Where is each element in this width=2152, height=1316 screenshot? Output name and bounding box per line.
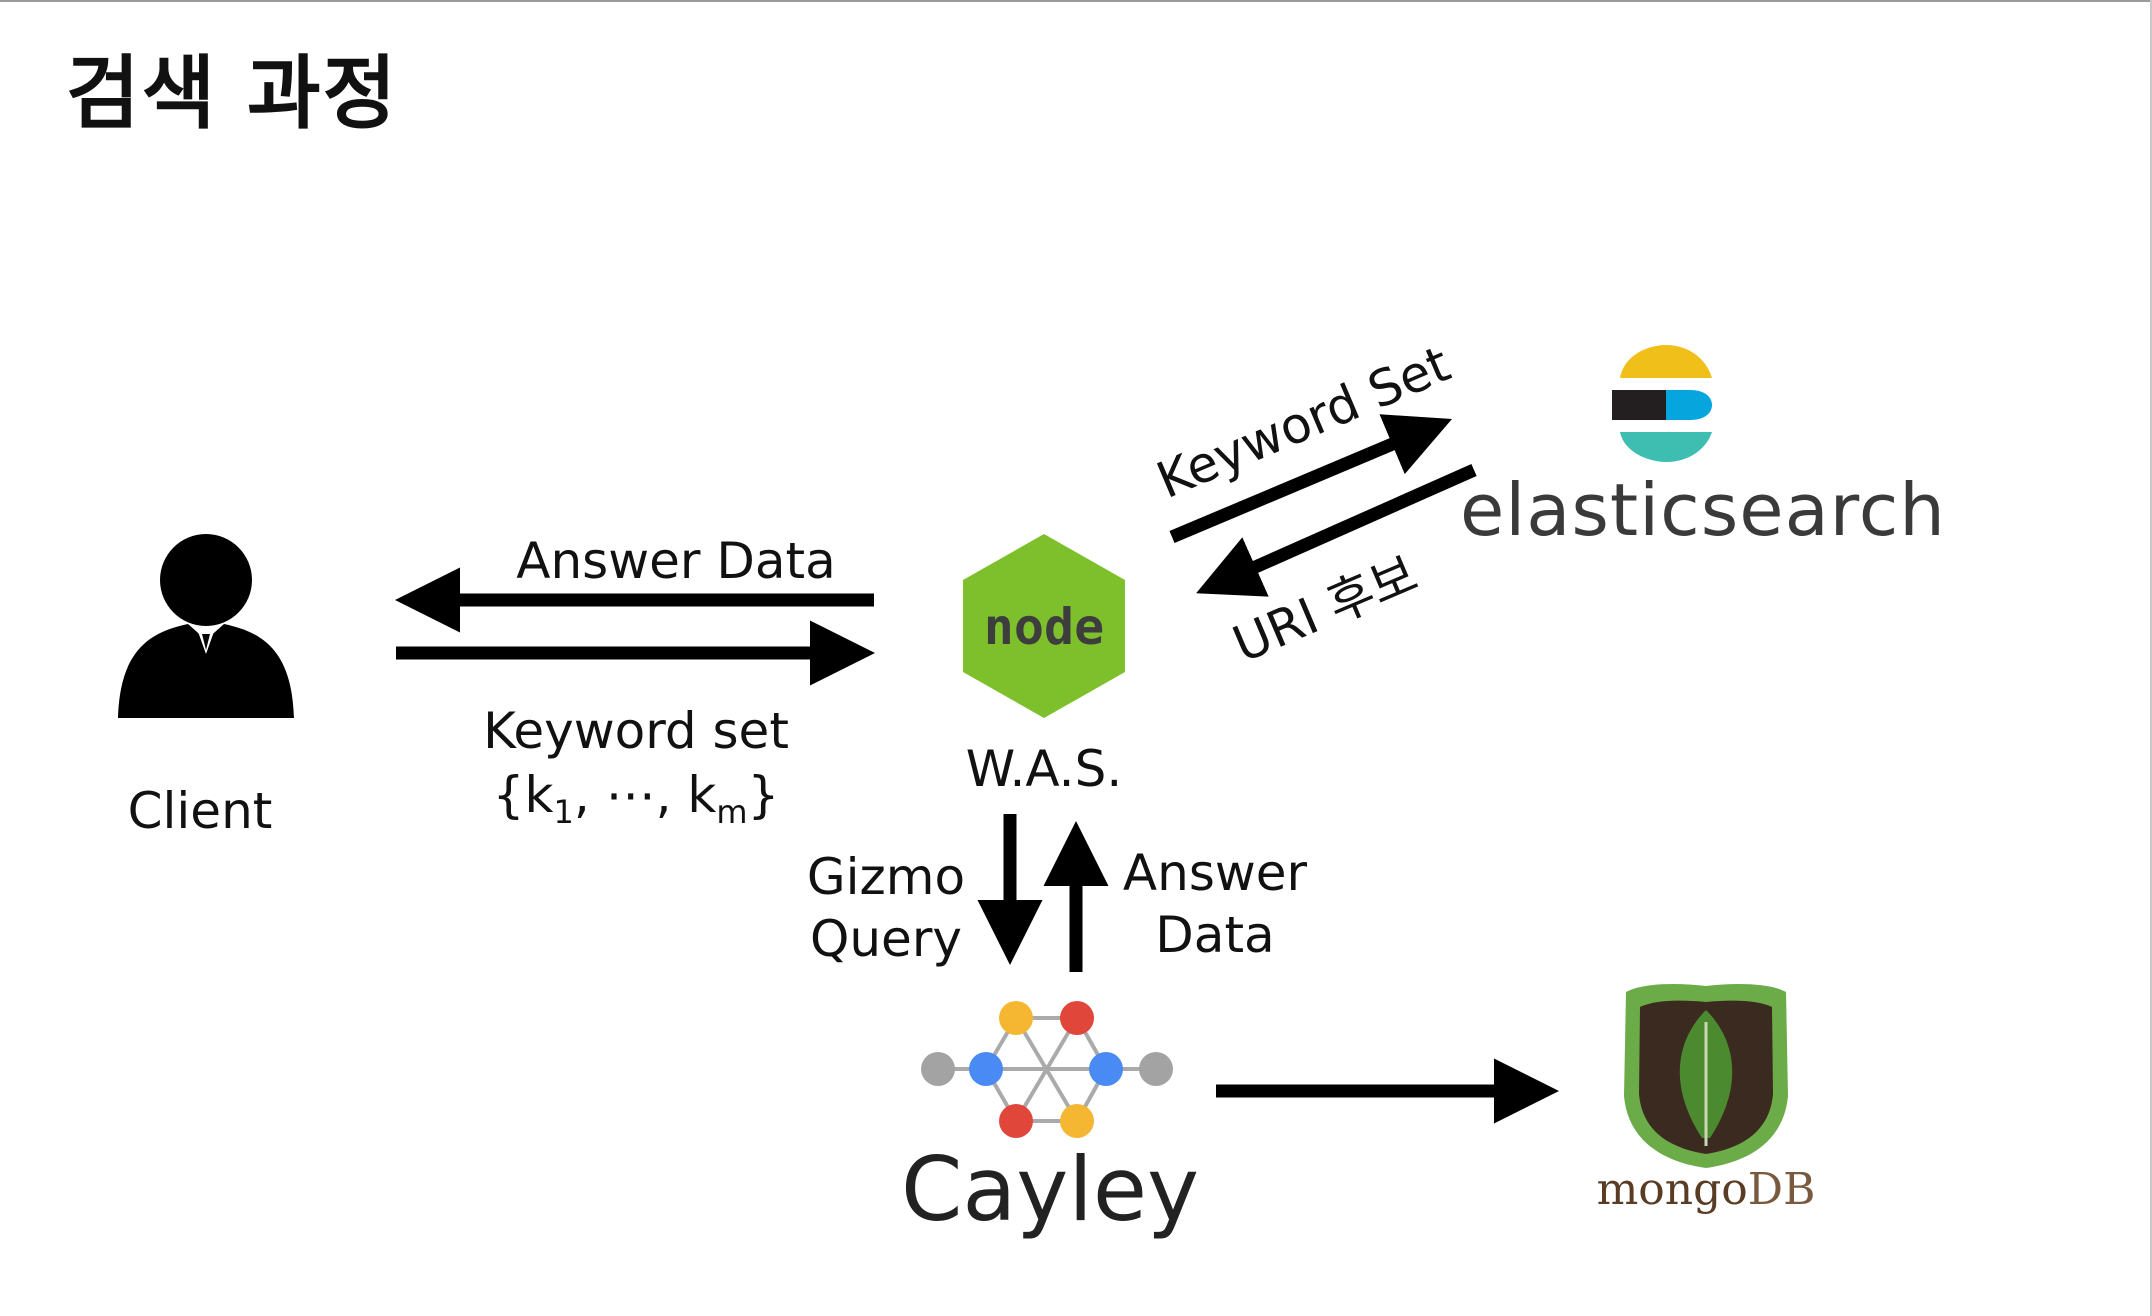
elasticsearch-logo [1612, 345, 1712, 462]
mongodb-label: mongoDB [1596, 1168, 1816, 1212]
was-label: W.A.S. [965, 740, 1123, 798]
arrow-elasticsearch-to-was [1196, 464, 1477, 597]
cayley-label: Cayley [900, 1138, 1200, 1241]
edge-label-query: Query [810, 910, 962, 968]
edge-label-keyword-formula: {k1, ⋯, km} [456, 770, 816, 828]
cayley-graph-logo [921, 1001, 1173, 1138]
nodejs-logo-text: node [984, 598, 1104, 656]
edge-label-keyword-set-lower: Keyword set [483, 702, 789, 760]
nodejs-logo: node [963, 534, 1125, 718]
mongodb-label-mongo: mongo [1596, 1164, 1748, 1215]
mongodb-label-db: DB [1747, 1164, 1816, 1215]
elasticsearch-label: elasticsearch [1460, 468, 1946, 552]
formula-mid: , ⋯, k [573, 766, 717, 824]
formula-close: } [747, 766, 780, 824]
person-icon [118, 534, 294, 718]
edge-label-data: Data [1155, 906, 1275, 964]
edge-label-gizmo: Gizmo [806, 848, 966, 906]
formula-sub-m: m [716, 793, 748, 831]
page-title: 검색 과정 [66, 47, 399, 140]
edge-label-answer: Answer [1122, 844, 1308, 902]
client-label: Client [127, 782, 273, 840]
right-border [2150, 0, 2152, 1316]
edge-label-answer-data-top: Answer Data [516, 532, 836, 590]
top-border [0, 0, 2152, 2]
mongodb-leaf-logo [1624, 984, 1788, 1168]
formula-sub-1: 1 [553, 793, 574, 831]
arrow-was-to-elasticsearch [1169, 414, 1452, 543]
formula-open: {k [492, 766, 554, 824]
